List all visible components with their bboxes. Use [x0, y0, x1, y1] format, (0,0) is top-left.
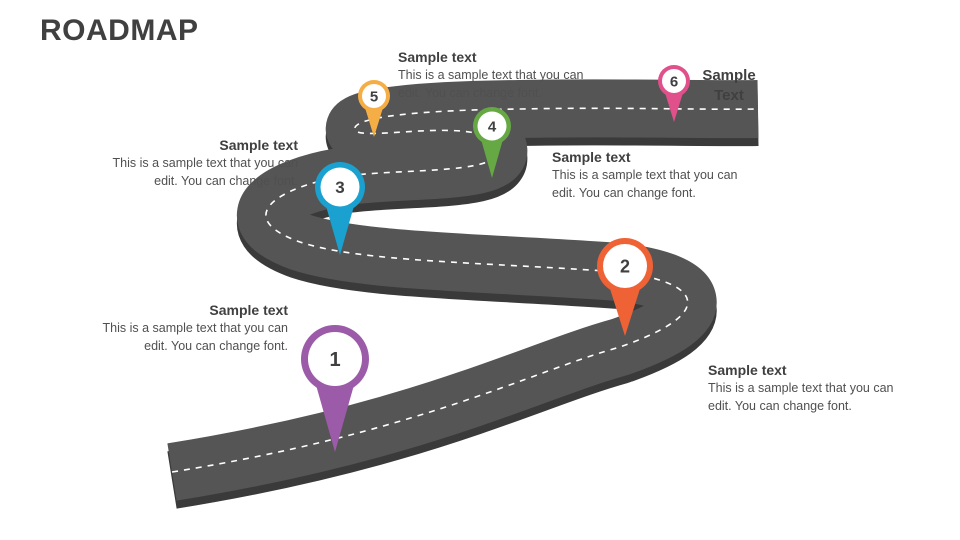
pin-center: [603, 244, 647, 288]
callout-heading: Sample text: [552, 149, 631, 165]
milestone-pin-2: 2: [597, 238, 653, 336]
road: [167, 79, 759, 509]
milestone-pin-5: 5: [358, 80, 390, 137]
pin-pointer: [480, 136, 504, 178]
milestone-pin-4: 4: [473, 107, 511, 178]
pin-pointer: [324, 200, 356, 255]
callout-4: Sample text This is a sample text that y…: [552, 149, 752, 202]
callout-heading: Sample text: [209, 302, 288, 318]
pin-center: [662, 69, 686, 93]
callout-1: Sample text This is a sample text that y…: [100, 302, 288, 355]
pin-number: 2: [620, 256, 630, 276]
milestone-pin-3: 3: [315, 162, 365, 255]
pin-center: [320, 167, 360, 207]
pin-pointer: [664, 89, 684, 122]
callout-heading: Sample text: [219, 137, 298, 153]
road-center-line: [171, 107, 759, 473]
pin-center: [308, 332, 362, 386]
callout-3: Sample text This is a sample text that y…: [110, 137, 298, 190]
page-title: ROADMAP: [40, 14, 199, 47]
callout-body: This is a sample text that you can edit.…: [398, 68, 584, 100]
callout-body: This is a sample text that you can edit.…: [112, 156, 298, 188]
pin-pointer: [607, 281, 643, 336]
pin-pointer: [313, 377, 357, 452]
callout-body: This is a sample text that you can edit.…: [708, 381, 894, 413]
callout-heading: Sample text: [398, 49, 477, 65]
callout-5: Sample text This is a sample text that y…: [398, 49, 598, 102]
pin-number: 6: [670, 73, 678, 90]
milestone-pin-1: 1: [301, 325, 369, 452]
pin-number: 1: [329, 349, 340, 371]
callout-6: Sample Text: [690, 66, 768, 106]
pin-number: 3: [335, 178, 344, 197]
pin-pointer: [364, 104, 384, 137]
pin-center: [477, 111, 507, 141]
callout-2: Sample text This is a sample text that y…: [708, 362, 908, 415]
pin-number: 4: [488, 118, 497, 135]
milestone-pins: 1 2 3 4 5 6: [301, 65, 690, 452]
pin-number: 5: [370, 88, 378, 105]
callout-heading: Sample Text: [702, 67, 756, 104]
milestone-pin-6: 6: [658, 65, 690, 122]
callout-body: This is a sample text that you can edit.…: [102, 321, 288, 353]
callout-heading: Sample text: [708, 362, 787, 378]
pin-center: [362, 84, 386, 108]
callout-body: This is a sample text that you can edit.…: [552, 168, 738, 200]
